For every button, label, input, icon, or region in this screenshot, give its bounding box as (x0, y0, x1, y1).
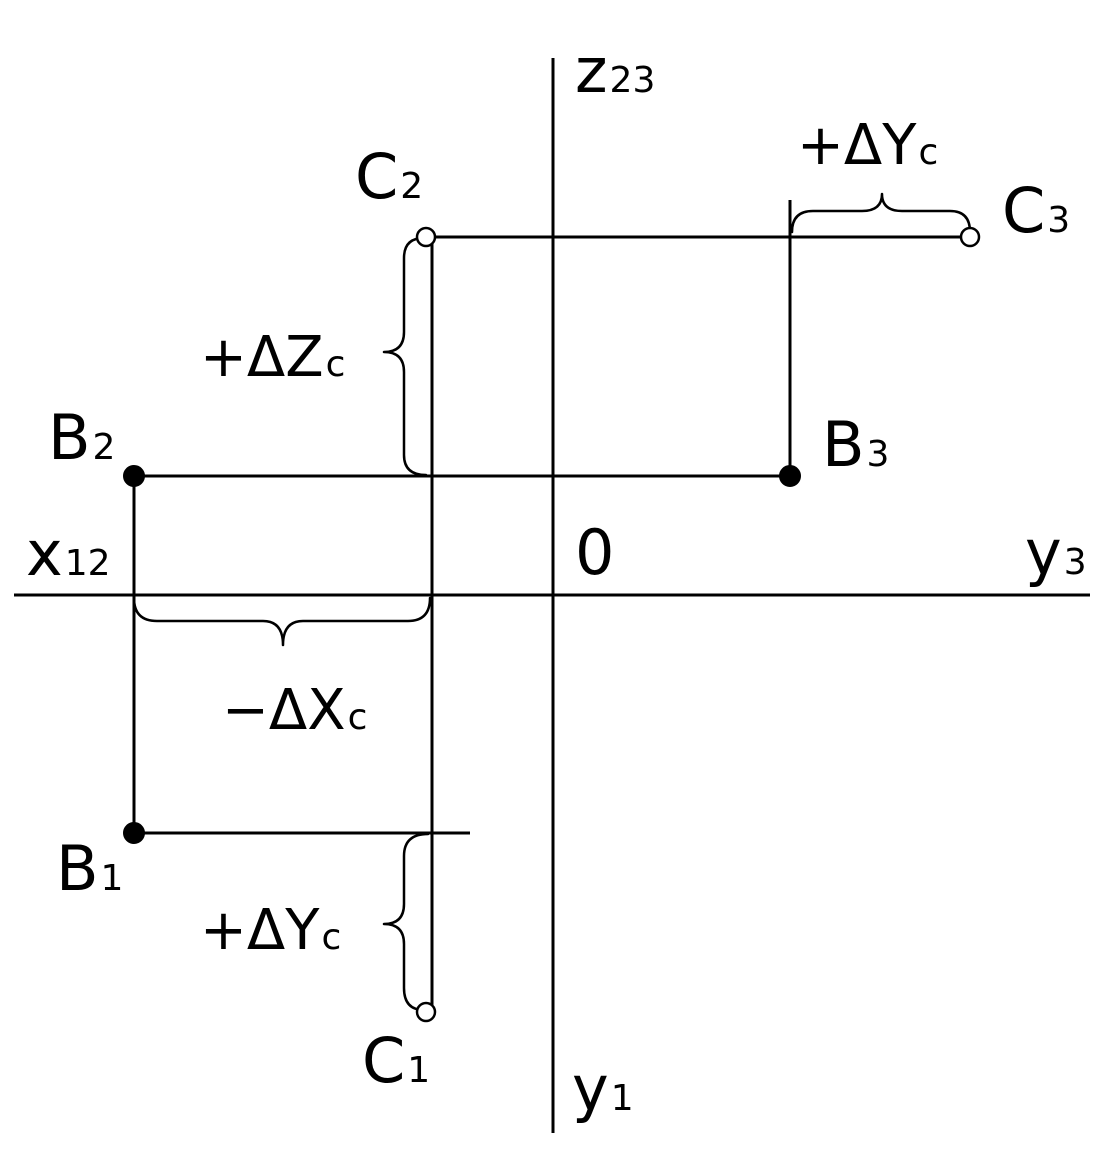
label-b3-main: B (822, 408, 865, 481)
label-x12-main: x (26, 517, 63, 590)
label-c1-sub: 1 (407, 1050, 431, 1091)
label-c3-sub: 3 (1047, 200, 1071, 241)
label-z23: z23 (575, 40, 655, 102)
label-delta-y-top: +ΔYc (797, 118, 938, 174)
label-b3: B3 (822, 414, 889, 476)
brace-delta-y-top (790, 192, 972, 234)
label-delta-y-bottom-main: +ΔY (200, 898, 320, 963)
point-c2 (415, 226, 437, 248)
label-y1-sub: 1 (610, 1078, 634, 1119)
label-c3: C3 (1002, 180, 1070, 242)
label-y1-main: y (572, 1052, 609, 1125)
label-b2: B2 (48, 407, 115, 469)
label-b1-main: B (56, 832, 99, 905)
label-y1: y1 (572, 1058, 634, 1120)
label-x12: x12 (26, 523, 111, 585)
label-b3-sub: 3 (866, 434, 890, 475)
label-delta-y-bottom-sub: c (321, 917, 342, 958)
brace-delta-y-bottom (382, 832, 430, 1012)
brace-delta-z (382, 236, 428, 477)
label-b2-sub: 2 (92, 427, 116, 468)
label-z23-sub: 23 (609, 60, 656, 101)
label-y3-main: y (1025, 516, 1062, 589)
label-z23-main: z (575, 34, 608, 107)
label-origin: 0 (575, 516, 615, 589)
point-b3 (779, 465, 801, 487)
label-delta-z: +ΔZc (200, 330, 345, 386)
label-c1-main: C (362, 1024, 406, 1097)
label-delta-x-main: −ΔX (222, 678, 346, 743)
label-delta-y-bottom: +ΔYc (200, 903, 341, 959)
label-y3: y3 (1025, 522, 1087, 584)
point-b2 (123, 465, 145, 487)
label-delta-x: −ΔXc (222, 683, 367, 739)
label-delta-y-top-sub: c (918, 132, 939, 173)
label-c2-sub: 2 (400, 166, 424, 207)
label-x12-sub: 12 (64, 543, 111, 584)
label-c2: C2 (355, 146, 423, 208)
label-c3-main: C (1002, 174, 1046, 247)
point-c1 (415, 1001, 437, 1023)
label-delta-x-sub: c (347, 697, 368, 738)
label-delta-z-main: +ΔZ (200, 325, 324, 390)
label-b1-sub: 1 (100, 858, 124, 899)
label-delta-y-top-main: +ΔY (797, 113, 917, 178)
label-b1: B1 (56, 838, 123, 900)
label-b2-main: B (48, 401, 91, 474)
label-c2-main: C (355, 140, 399, 213)
brace-delta-x (132, 596, 432, 647)
label-c1: C1 (362, 1030, 430, 1092)
label-y3-sub: 3 (1063, 542, 1087, 583)
point-b1 (123, 822, 145, 844)
label-delta-z-sub: c (325, 344, 346, 385)
point-c3 (959, 226, 981, 248)
